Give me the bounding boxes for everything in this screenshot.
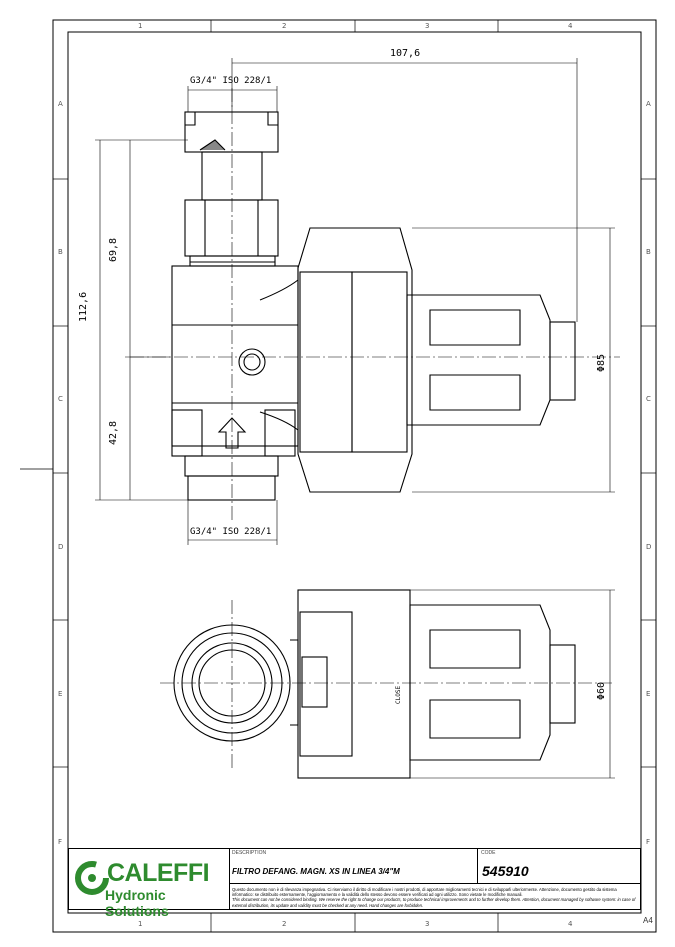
dim-height-upper: 69,8 [108,237,119,262]
zone-col-2-bottom: 2 [282,920,287,928]
zone-row-d-right: D [646,543,652,551]
side-view [160,589,612,779]
sheet-size: A4 [643,916,653,925]
description: FILTRO DEFANG. MAGN. XS IN LINEA 3/4"M [232,867,400,876]
zone-row-a: A [58,100,63,108]
caleffi-logo: CALEFFI Hydronic Solutions [69,849,230,919]
zone-row-e: E [58,690,63,698]
zone-col-4: 4 [568,22,573,30]
dim-dia-body: Φ60 [596,681,607,700]
dim-thread-bottom: G3/4" ISO 228/1 [190,527,272,537]
zone-col-1: 1 [138,22,143,30]
zone-row-f-right: F [646,838,651,846]
zone-row-c-right: C [646,395,651,403]
zone-row-e-right: E [646,690,651,698]
description-label: DESCRIPTION [232,850,267,856]
disclaimer-it: Questo documento non è di rilevanza impe… [232,887,617,898]
title-block: CALEFFI Hydronic Solutions DESCRIPTION F… [68,848,641,919]
product-code: 545910 [482,863,529,879]
dimension-lines [95,58,615,779]
front-view [130,88,620,520]
dim-thread-top: G3/4" ISO 228/1 [190,76,272,86]
zone-col-3: 3 [425,22,430,30]
dim-width-overall: 107,6 [390,48,421,59]
zone-row-f: F [58,838,63,846]
disclaimer-notes: Questo documento non è di rilevanza impe… [232,887,637,908]
code-label: CODE [481,850,496,856]
zone-row-a-right: A [646,100,651,108]
brand-name: CALEFFI [107,859,210,887]
zone-row-b: B [58,248,63,256]
zone-row-d: D [58,543,64,551]
dim-height-total: 112,6 [78,291,89,322]
disclaimer-en: This document can not be considered bind… [232,897,636,908]
caleffi-mark-icon [75,861,109,895]
zone-row-b-right: B [646,248,651,256]
dim-height-lower: 42,8 [108,420,119,445]
outer-frame [52,19,657,933]
zone-col-1-bottom: 1 [138,920,143,928]
close-marking: CLOSE [395,685,402,704]
zone-col-2: 2 [282,22,287,30]
inner-frame [67,31,642,914]
zone-ticks [20,20,656,932]
dim-dia-head: Φ85 [596,353,607,372]
brand-tagline: Hydronic Solutions [105,887,169,919]
zone-col-4-bottom: 4 [568,920,573,928]
zone-row-c: C [58,395,63,403]
zone-col-3-bottom: 3 [425,920,430,928]
